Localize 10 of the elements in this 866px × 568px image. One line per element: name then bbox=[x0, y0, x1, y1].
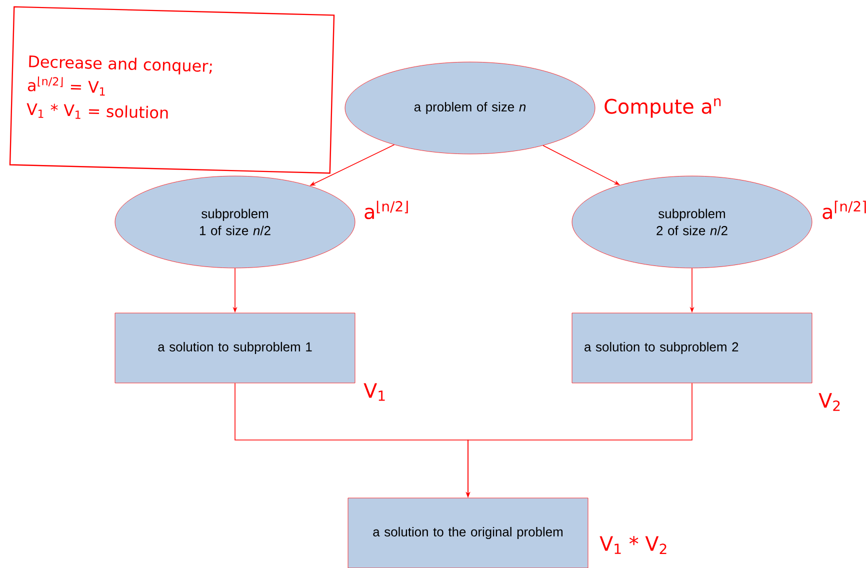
solution-box: a solution to the original problem bbox=[348, 498, 588, 568]
handwritten-annotation: V$_{1}$ * V$_{2}$ bbox=[600, 536, 666, 554]
solution-box: a solution to subproblem 1 bbox=[114, 312, 356, 384]
handwritten-annotation: Compute a$^{n}$ bbox=[604, 98, 721, 118]
handwritten-note-box: Decrease and conquer; a$^{⌊n/2⌋}$ = V$_{1}$ V$_{1}$ * V$_{1}$ = solution bbox=[9, 6, 335, 174]
handwritten-annotation: a$^{⌊n/2⌋}$ bbox=[364, 200, 408, 220]
handwritten-annotation: a$^{⌈n/2⌉}$ bbox=[822, 200, 866, 220]
handwritten-annotation: V$_{2}$ bbox=[818, 393, 840, 411]
solution-box: a solution to subproblem 2 bbox=[572, 312, 812, 384]
handwritten-annotation: V$_{1}$ bbox=[364, 383, 385, 401]
